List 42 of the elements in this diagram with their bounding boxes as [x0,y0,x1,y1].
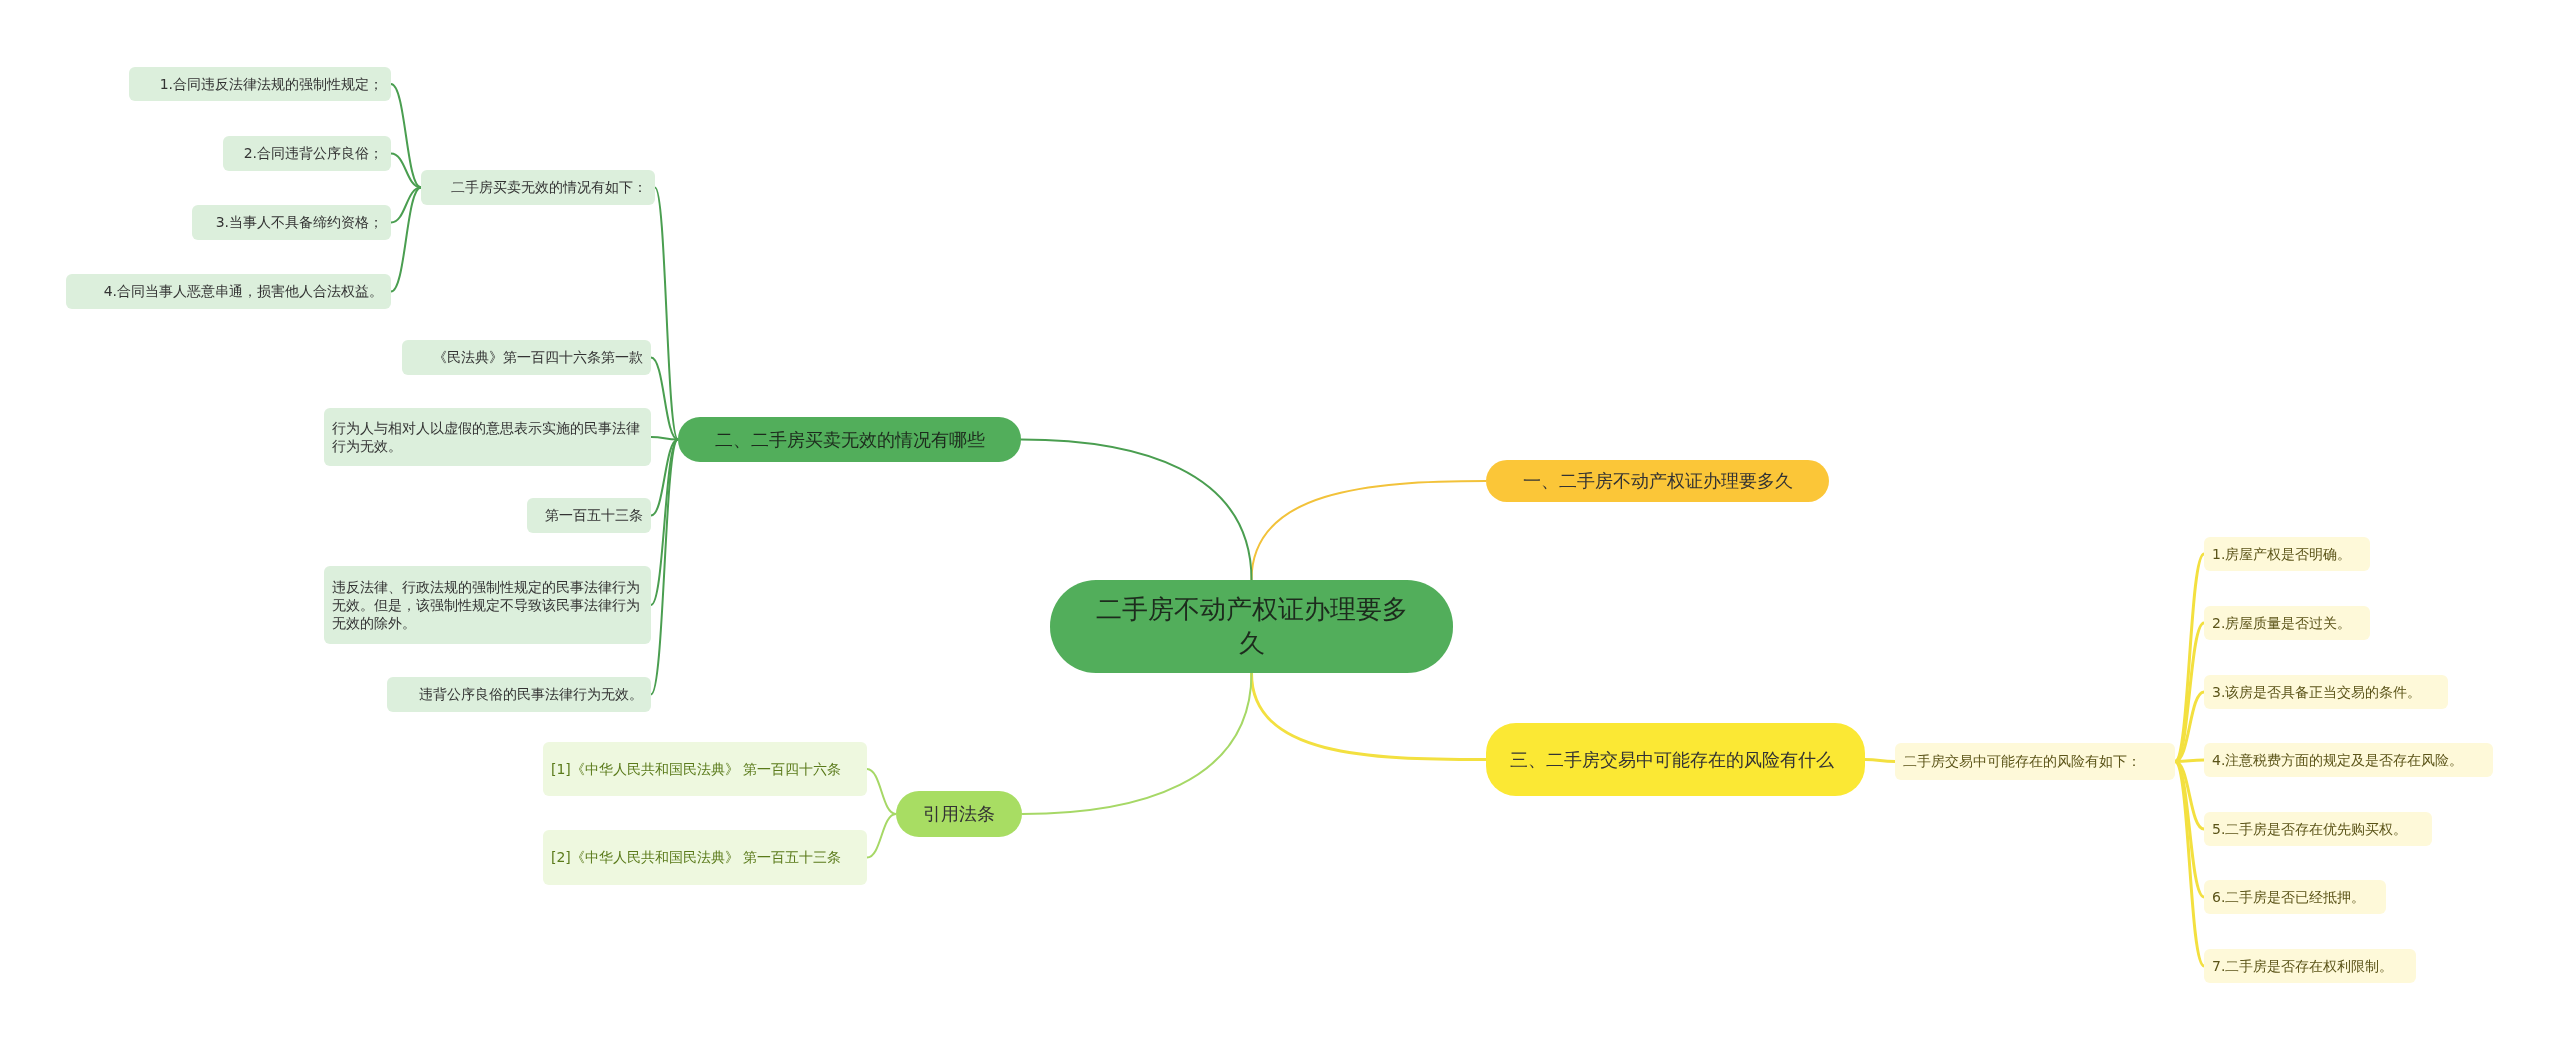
connector [650,436,679,441]
connector [650,438,679,696]
leaf-topic: 3.该房是否具备正当交易的条件。 [2204,675,2448,709]
connector [866,768,897,815]
branch-topic: 二、二手房买卖无效的情况有哪些 [678,417,1021,462]
leaf-topic: 4.注意税费方面的规定及是否存在风险。 [2204,743,2493,777]
leaf-topic: 6.二手房是否已经抵押。 [2204,880,2386,914]
leaf-topic: [1]《中华人民共和国民法典》 第一百四十六条 [543,742,867,796]
leaf-topic: 二手房买卖无效的情况有如下： [421,170,655,205]
leaf-topic: 7.二手房是否存在权利限制。 [2204,949,2416,983]
central-topic: 二手房不动产权证办理要多久 [1050,580,1453,673]
leaf-topic: [2]《中华人民共和国民法典》 第一百五十三条 [543,830,867,885]
connector [390,83,422,189]
leaf-topic: 违背公序良俗的民事法律行为无效。 [387,677,651,712]
leaf-topic: 二手房交易中可能存在的风险有如下： [1895,743,2175,780]
leaf-topic: 1.合同违反法律法规的强制性规定； [129,67,391,101]
connector [654,186,679,441]
leaf-topic: 《民法典》第一百四十六条第一款 [402,340,651,375]
branch-topic: 三、二手房交易中可能存在的风险有什么 [1486,723,1865,796]
leaf-topic: 5.二手房是否存在优先购买权。 [2204,812,2432,846]
branch-topic: 一、二手房不动产权证办理要多久 [1486,460,1829,502]
leaf-topic: 2.合同违背公序良俗； [223,136,391,171]
leaf-topic: 违反法律、行政法规的强制性规定的民事法律行为无效。但是，该强制性规定不导致该民事法律行为无效的除外。 [324,566,651,644]
leaf-topic: 2.房屋质量是否过关。 [2204,606,2370,640]
branch-topic: 引用法条 [896,791,1022,837]
connector [2175,758,2204,763]
connector [1020,438,1253,581]
connector [1021,672,1253,815]
connector [866,813,897,859]
connector [390,186,422,293]
connector [650,438,679,517]
leaf-topic: 1.房屋产权是否明确。 [2204,537,2370,571]
connector [1865,758,1895,763]
connector [650,356,679,441]
connector [650,438,679,606]
connector [2173,760,2206,967]
connector [1250,480,1487,581]
leaf-topic: 第一百五十三条 [527,498,651,533]
leaf-topic: 3.当事人不具备缔约资格； [192,205,391,240]
leaf-topic: 行为人与相对人以虚假的意思表示实施的民事法律行为无效。 [324,408,651,466]
connector [1250,672,1486,761]
leaf-topic: 4.合同当事人恶意串通，损害他人合法权益。 [66,274,391,309]
